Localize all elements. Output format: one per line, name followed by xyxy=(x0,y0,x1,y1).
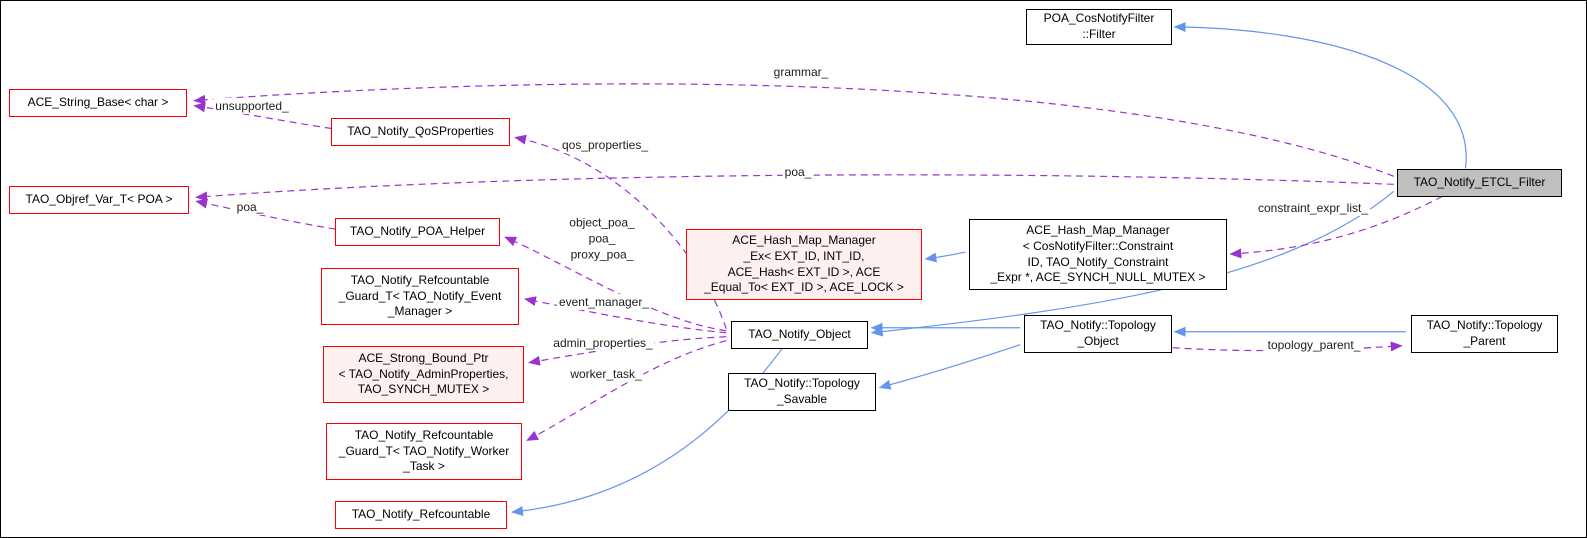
class-node-topology-savable[interactable]: TAO_Notify::Topology _Savable xyxy=(728,373,876,411)
class-node-tao-notify-etcl-filter: TAO_Notify_ETCL_Filter xyxy=(1397,169,1562,197)
edge-usage-topology-parent xyxy=(1172,341,1403,352)
edge-inheritance-topologyobject-to-savable xyxy=(878,344,1021,390)
class-node-topology-parent[interactable]: TAO_Notify::Topology _Parent xyxy=(1411,315,1558,353)
edge-usage-event-manager xyxy=(524,296,727,334)
edge-usage-poa-etcl xyxy=(195,174,1394,202)
edge-label-constraint-expr-list: constraint_expr_list_ xyxy=(1255,199,1371,217)
edge-usage-poa-helper xyxy=(195,198,336,230)
class-node-refcountable-guard-worker-task[interactable]: TAO_Notify_Refcountable _Guard_T< TAO_No… xyxy=(326,423,522,480)
class-node-tao-notify-poa-helper[interactable]: TAO_Notify_POA_Helper xyxy=(335,218,500,246)
edge-inheritance-hashmgr-to-hashmgr-ex xyxy=(924,251,966,263)
edge-usage-grammar xyxy=(193,83,1394,177)
edge-label-topology-parent: topology_parent_ xyxy=(1265,336,1363,354)
class-node-tao-notify-qosproperties[interactable]: TAO_Notify_QoSProperties xyxy=(331,118,510,146)
class-node-ace-hash-map-manager[interactable]: ACE_Hash_Map_Manager < CosNotifyFilter::… xyxy=(969,219,1227,290)
class-node-ace-hash-map-manager-ex: ACE_Hash_Map_Manager _Ex< EXT_ID, INT_ID… xyxy=(686,229,922,300)
edge-label-worker-task: worker_task_ xyxy=(568,365,644,383)
edge-usage-object-poa xyxy=(504,236,727,332)
edge-usage-unsupported xyxy=(193,102,332,130)
edge-usage-qos-properties xyxy=(514,134,727,329)
edge-label-qos-properties: qos_properties_ xyxy=(559,136,651,154)
edge-label-admin-properties: admin_properties_ xyxy=(551,334,655,352)
edge-usage-constraint-expr-list xyxy=(1229,195,1443,259)
edge-label-object-poa: object_poa_ poa_ proxy_poa_ xyxy=(567,214,637,264)
edge-label-event-manager: event_manager_ xyxy=(556,293,652,311)
edge-label-grammar: grammar_ xyxy=(771,63,831,81)
class-node-poa-cosnotifyfilter-filter[interactable]: POA_CosNotifyFilter ::Filter xyxy=(1026,9,1172,45)
class-node-tao-objref-var-t-poa[interactable]: TAO_Objref_Var_T< POA > xyxy=(9,186,189,214)
edge-label-unsupported: unsupported_ xyxy=(213,97,291,115)
class-node-ace-string-base[interactable]: ACE_String_Base< char > xyxy=(9,89,187,117)
class-node-tao-notify-object[interactable]: TAO_Notify_Object xyxy=(731,321,868,349)
class-node-refcountable-guard-event-manager[interactable]: TAO_Notify_Refcountable _Guard_T< TAO_No… xyxy=(321,268,519,325)
class-node-ace-strong-bound-ptr: ACE_Strong_Bound_Ptr < TAO_Notify_AdminP… xyxy=(323,346,524,403)
edge-label-poa-etcl: poa_ xyxy=(782,163,814,181)
class-node-tao-notify-refcountable[interactable]: TAO_Notify_Refcountable xyxy=(335,501,507,529)
edge-label-poa-helper: poa_ xyxy=(234,198,266,216)
edge-usage-worker-task xyxy=(526,340,727,441)
edge-inheritance-etcl-to-filter xyxy=(1173,22,1467,169)
class-node-topology-object[interactable]: TAO_Notify::Topology _Object xyxy=(1024,315,1172,353)
